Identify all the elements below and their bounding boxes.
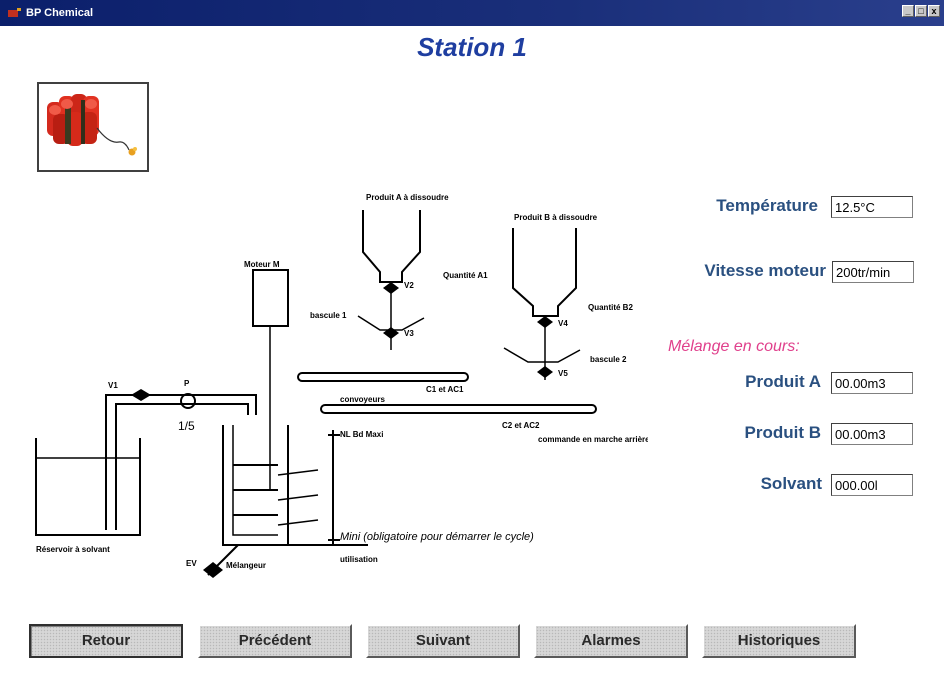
window-controls: _ □ x: [902, 5, 940, 17]
label-conveyor-2: C2 et AC2: [502, 421, 540, 430]
label-pump: P: [184, 379, 190, 388]
motor-speed-label: Vitesse moteur: [704, 261, 826, 280]
dynamite-logo: [37, 82, 149, 172]
valve-v4: [537, 316, 553, 328]
product-b-label: Produit B: [744, 423, 822, 442]
solvent-field[interactable]: [831, 474, 913, 496]
product-a-label: Produit A: [745, 372, 821, 391]
history-button[interactable]: Historiques: [702, 624, 856, 658]
label-motor: Moteur M: [244, 260, 280, 269]
valve-v5: [537, 366, 553, 378]
product-a-field[interactable]: [831, 372, 913, 394]
app-logo-icon: [8, 7, 22, 19]
label-scale-1: bascule 1: [310, 311, 347, 320]
mixing-in-progress-label: Mélange en cours:: [668, 338, 800, 355]
minimize-button[interactable]: _: [902, 5, 914, 17]
close-button[interactable]: x: [928, 5, 940, 17]
label-v5: V5: [558, 369, 568, 378]
tank-a: [362, 210, 421, 283]
maximize-button[interactable]: □: [915, 5, 927, 17]
mixer: [222, 425, 289, 546]
label-usage: utilisation: [340, 555, 378, 564]
label-reservoir: Réservoir à solvant: [36, 545, 110, 554]
next-button[interactable]: Suivant: [366, 624, 520, 658]
label-pump-ratio: 1/5: [178, 419, 195, 433]
label-conveyor-note: commande en marche arrière: [538, 435, 648, 444]
window-titlebar: BP Chemical _ □ x: [0, 0, 944, 26]
previous-button[interactable]: Précédent: [198, 624, 352, 658]
label-drain-valve: EV: [186, 559, 197, 568]
conveyor-2: [320, 404, 597, 414]
pump: [180, 393, 196, 409]
label-quantity-b: Quantité B2: [588, 303, 633, 312]
solvent-label: Solvant: [760, 474, 822, 493]
window-title: BP Chemical: [26, 7, 94, 19]
page-title: Station 1: [417, 32, 527, 62]
back-button[interactable]: Retour: [29, 624, 183, 658]
motor-box: [252, 269, 289, 327]
label-v4: V4: [558, 319, 568, 328]
label-mixer: Mélangeur: [226, 561, 266, 570]
label-quantity-a: Quantité A1: [443, 271, 488, 280]
motor-speed-field[interactable]: [832, 261, 914, 283]
temperature-label: Température: [716, 196, 818, 215]
valve-v1: [131, 389, 151, 401]
temperature-field[interactable]: [831, 196, 913, 218]
label-scale-2: bascule 2: [590, 355, 627, 364]
valve-v2: [383, 282, 399, 294]
label-v2: V2: [404, 281, 414, 290]
process-diagram: Produit A à dissoudre Produit B à dissou…: [28, 190, 650, 590]
alarms-button[interactable]: Alarmes: [534, 624, 688, 658]
label-v3: V3: [404, 329, 414, 338]
product-b-field[interactable]: [831, 423, 913, 445]
reservoir: [35, 438, 141, 536]
label-level-low: Mini (obligatoire pour démarrer le cycle…: [340, 531, 534, 543]
label-level-high: NL Bd Maxi: [340, 430, 383, 439]
valve-v3: [383, 327, 399, 339]
process-diagram-svg: Produit A à dissoudre Produit B à dissou…: [35, 193, 650, 578]
label-tank-a: Produit A à dissoudre: [366, 193, 449, 202]
label-conveyor-1: C1 et AC1: [426, 385, 464, 394]
label-v1: V1: [108, 381, 118, 390]
conveyor-1: [297, 372, 469, 382]
label-conveyors: convoyeurs: [340, 395, 385, 404]
dynamite-icon: [47, 94, 137, 156]
tank-b: [512, 228, 577, 317]
label-tank-b: Produit B à dissoudre: [514, 213, 598, 222]
valve-ev: [203, 562, 223, 578]
